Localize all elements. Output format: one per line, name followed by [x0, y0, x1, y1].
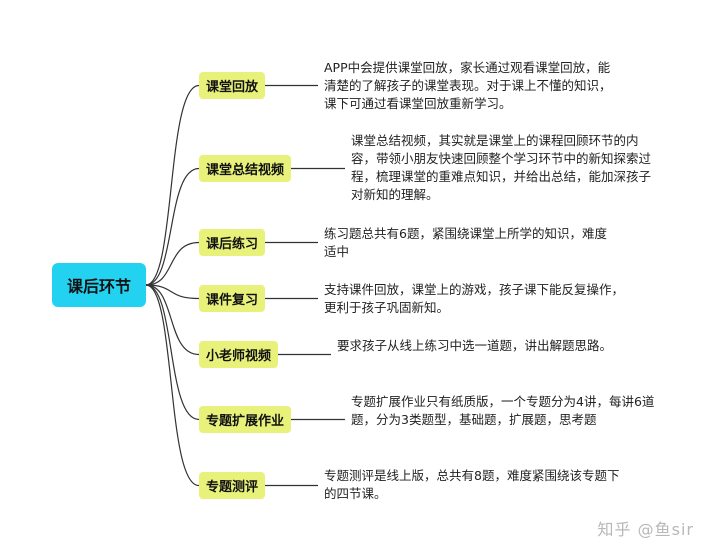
watermark: 知乎 @鱼sir — [597, 520, 694, 539]
description-summary-video: 课堂总结视频，其实就是课堂上的课程回顾环节的内容，带领小朋友快速回顾整个学习环节… — [351, 133, 652, 202]
branch-node-class-replay: 课堂回放 — [199, 72, 266, 99]
root-to-branch-line — [145, 167, 200, 286]
description-class-replay: APP中会提供课堂回放，家长通过观看课堂回放，能清楚的了解孩子的课堂表现。对于课… — [324, 60, 612, 111]
description-topic-extension: 专题扩展作业只有纸质版，一个专题分为4讲，每讲6道题，分为3类题型，基础题，扩展… — [351, 394, 655, 427]
branch-node-little-teacher-video: 小老师视频 — [199, 341, 279, 368]
root-to-branch-line — [145, 284, 200, 421]
root-to-branch-line — [145, 241, 200, 286]
root-to-branch-line — [145, 284, 200, 300]
description-little-teacher-video: 要求孩子从线上练习中选一道题，讲出解题思路。 — [337, 338, 613, 353]
description-homework: 练习题总共有6题，紧围绕课堂上所学的知识，难度适中 — [324, 226, 607, 259]
branch-node-topic-extension: 专题扩展作业 — [199, 406, 292, 433]
branch-node-homework: 课后练习 — [199, 229, 266, 256]
branch-node-topic-assessment: 专题测评 — [199, 472, 266, 499]
root-to-branch-line — [145, 284, 200, 356]
description-topic-assessment: 专题测评是线上版，总共有8题，难度紧围绕该专题下的四节课。 — [324, 468, 620, 501]
description-courseware-review: 支持课件回放，课堂上的游戏，孩子课下能反复操作，更利于孩子巩固新知。 — [324, 282, 625, 315]
root-to-branch-line — [145, 84, 200, 286]
root-node: 课后环节 — [52, 263, 146, 307]
branch-node-courseware-review: 课件复习 — [199, 285, 266, 312]
root-to-branch-line — [145, 284, 200, 487]
branch-node-summary-video: 课堂总结视频 — [199, 155, 292, 182]
